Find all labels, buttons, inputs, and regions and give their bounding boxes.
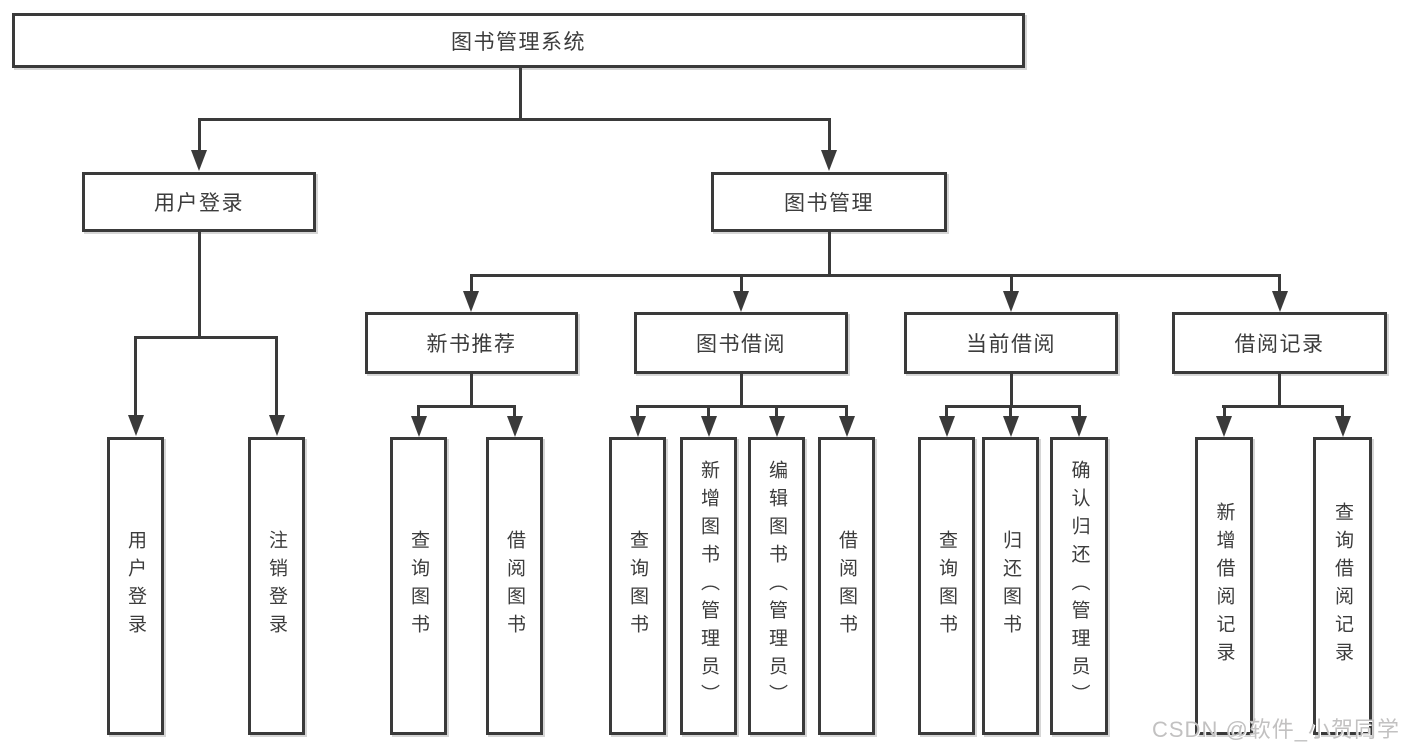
connector-section1-drop-1 — [636, 405, 639, 418]
connector-management-drop-2 — [739, 274, 743, 294]
node-leaf-add-books-admin-label: 新增图书（管理员） — [698, 460, 719, 712]
node-leaf-return-books-label: 归还图书 — [1000, 530, 1021, 642]
node-leaf-query-borrow-record-label: 查询借阅记录 — [1332, 502, 1353, 670]
arrowhead-down-icon — [768, 416, 785, 437]
connector-section1-hline — [636, 405, 848, 408]
connector-login-drop-1 — [134, 336, 137, 418]
arrowhead-down-icon — [1334, 416, 1351, 437]
arrowhead-down-icon — [1002, 416, 1019, 437]
node-leaf-add-borrow-record-label: 新增借阅记录 — [1213, 502, 1235, 670]
node-user-login-label: 用户登录 — [154, 192, 244, 215]
connector-section2-stem — [1009, 374, 1013, 408]
connector-section3-drop-1 — [1222, 405, 1226, 418]
arrowhead-down-icon — [821, 150, 837, 171]
node-leaf-edit-books-admin-label: 编辑图书（管理员） — [766, 460, 787, 712]
connector-section2-drop-1 — [945, 405, 948, 418]
connector-login-hline — [134, 336, 278, 339]
node-borrowing-records-label: 借阅记录 — [1234, 333, 1325, 356]
connector-root-hline — [197, 118, 831, 121]
node-user-login: 用户登录 — [82, 172, 316, 232]
connector-section2-drop-3 — [1077, 405, 1081, 418]
node-leaf-query-books-recommend-label: 查询图书 — [408, 530, 429, 642]
connector-section2-hline — [945, 405, 1080, 408]
node-leaf-query-books-borrowing: 查询图书 — [609, 437, 666, 735]
arrowhead-down-icon — [1216, 416, 1232, 437]
connector-section0-drop-2 — [513, 405, 516, 418]
node-new-book-recommendation-label: 新书推荐 — [426, 333, 517, 356]
connector-root-stem — [518, 68, 522, 119]
connector-section1-drop-4 — [845, 405, 848, 418]
arrowhead-down-icon — [1271, 291, 1288, 312]
node-leaf-borrow-books-borrowing-label: 借阅图书 — [836, 530, 857, 642]
node-leaf-confirm-return-admin-label: 确认归还（管理员） — [1068, 460, 1090, 712]
arrowhead-down-icon — [1003, 291, 1019, 312]
node-leaf-borrow-books-recommend: 借阅图书 — [486, 437, 543, 735]
arrowhead-down-icon — [733, 291, 749, 312]
arrowhead-down-icon — [506, 416, 523, 437]
connector-section3-drop-2 — [1341, 405, 1344, 418]
connector-root-drop-login — [197, 118, 201, 153]
node-root: 图书管理系统 — [12, 13, 1025, 68]
connector-section1-drop-3 — [775, 405, 778, 418]
node-leaf-confirm-return-admin: 确认归还（管理员） — [1050, 437, 1108, 735]
node-book-management-label: 图书管理 — [784, 192, 874, 215]
node-borrowing-records: 借阅记录 — [1172, 312, 1387, 374]
node-leaf-logout: 注销登录 — [248, 437, 305, 735]
connector-section2-drop-2 — [1009, 405, 1012, 418]
connector-section3-hline — [1222, 405, 1344, 408]
arrowhead-down-icon — [838, 416, 855, 437]
node-leaf-add-books-admin: 新增图书（管理员） — [680, 437, 737, 735]
node-leaf-edit-books-admin: 编辑图书（管理员） — [748, 437, 805, 735]
connector-management-drop-3 — [1009, 274, 1013, 294]
arrowhead-down-icon — [410, 416, 427, 437]
node-new-book-recommendation: 新书推荐 — [365, 312, 578, 374]
node-leaf-query-books-recommend: 查询图书 — [390, 437, 447, 735]
connector-login-stem — [197, 232, 201, 339]
connector-section1-drop-2 — [707, 405, 710, 418]
node-book-borrowing-label: 图书借阅 — [696, 333, 786, 356]
node-leaf-borrow-books-recommend-label: 借阅图书 — [504, 530, 525, 642]
arrowhead-down-icon — [128, 415, 144, 436]
node-book-management: 图书管理 — [711, 172, 947, 232]
arrowhead-down-icon — [629, 416, 646, 437]
arrowhead-down-icon — [269, 415, 285, 436]
node-leaf-add-borrow-record: 新增借阅记录 — [1195, 437, 1253, 735]
node-leaf-user-login-label: 用户登录 — [125, 530, 146, 642]
node-leaf-query-books-current: 查询图书 — [918, 437, 975, 735]
node-book-borrowing: 图书借阅 — [634, 312, 848, 374]
arrowhead-down-icon — [463, 291, 479, 312]
connector-login-drop-2 — [275, 336, 278, 418]
connector-section0-hline — [417, 405, 516, 408]
node-root-label: 图书管理系统 — [451, 30, 586, 54]
node-current-borrowing: 当前借阅 — [904, 312, 1118, 374]
connector-management-stem — [827, 232, 831, 277]
connector-management-drop-4 — [1278, 274, 1281, 294]
watermark: CSDN @软件_小贺同学 — [1152, 717, 1401, 742]
arrowhead-down-icon — [700, 416, 717, 437]
arrowhead-down-icon — [938, 416, 955, 437]
node-leaf-return-books: 归还图书 — [982, 437, 1039, 735]
connector-management-hline — [470, 274, 1281, 277]
node-leaf-query-books-current-label: 查询图书 — [936, 530, 957, 642]
node-leaf-query-borrow-record: 查询借阅记录 — [1313, 437, 1372, 735]
node-leaf-logout-label: 注销登录 — [266, 530, 287, 642]
connector-section3-stem — [1278, 374, 1281, 408]
connector-section0-drop-1 — [417, 405, 420, 418]
node-current-borrowing-label: 当前借阅 — [966, 333, 1056, 356]
connector-section0-stem — [469, 374, 473, 408]
connector-root-drop-management — [827, 118, 831, 153]
arrowhead-down-icon — [191, 150, 207, 171]
node-leaf-borrow-books-borrowing: 借阅图书 — [818, 437, 875, 735]
connector-section1-stem — [739, 374, 743, 408]
node-leaf-query-books-borrowing-label: 查询图书 — [627, 530, 648, 642]
connector-management-drop-1 — [469, 274, 473, 294]
node-leaf-user-login: 用户登录 — [107, 437, 164, 735]
arrowhead-down-icon — [1071, 416, 1087, 437]
